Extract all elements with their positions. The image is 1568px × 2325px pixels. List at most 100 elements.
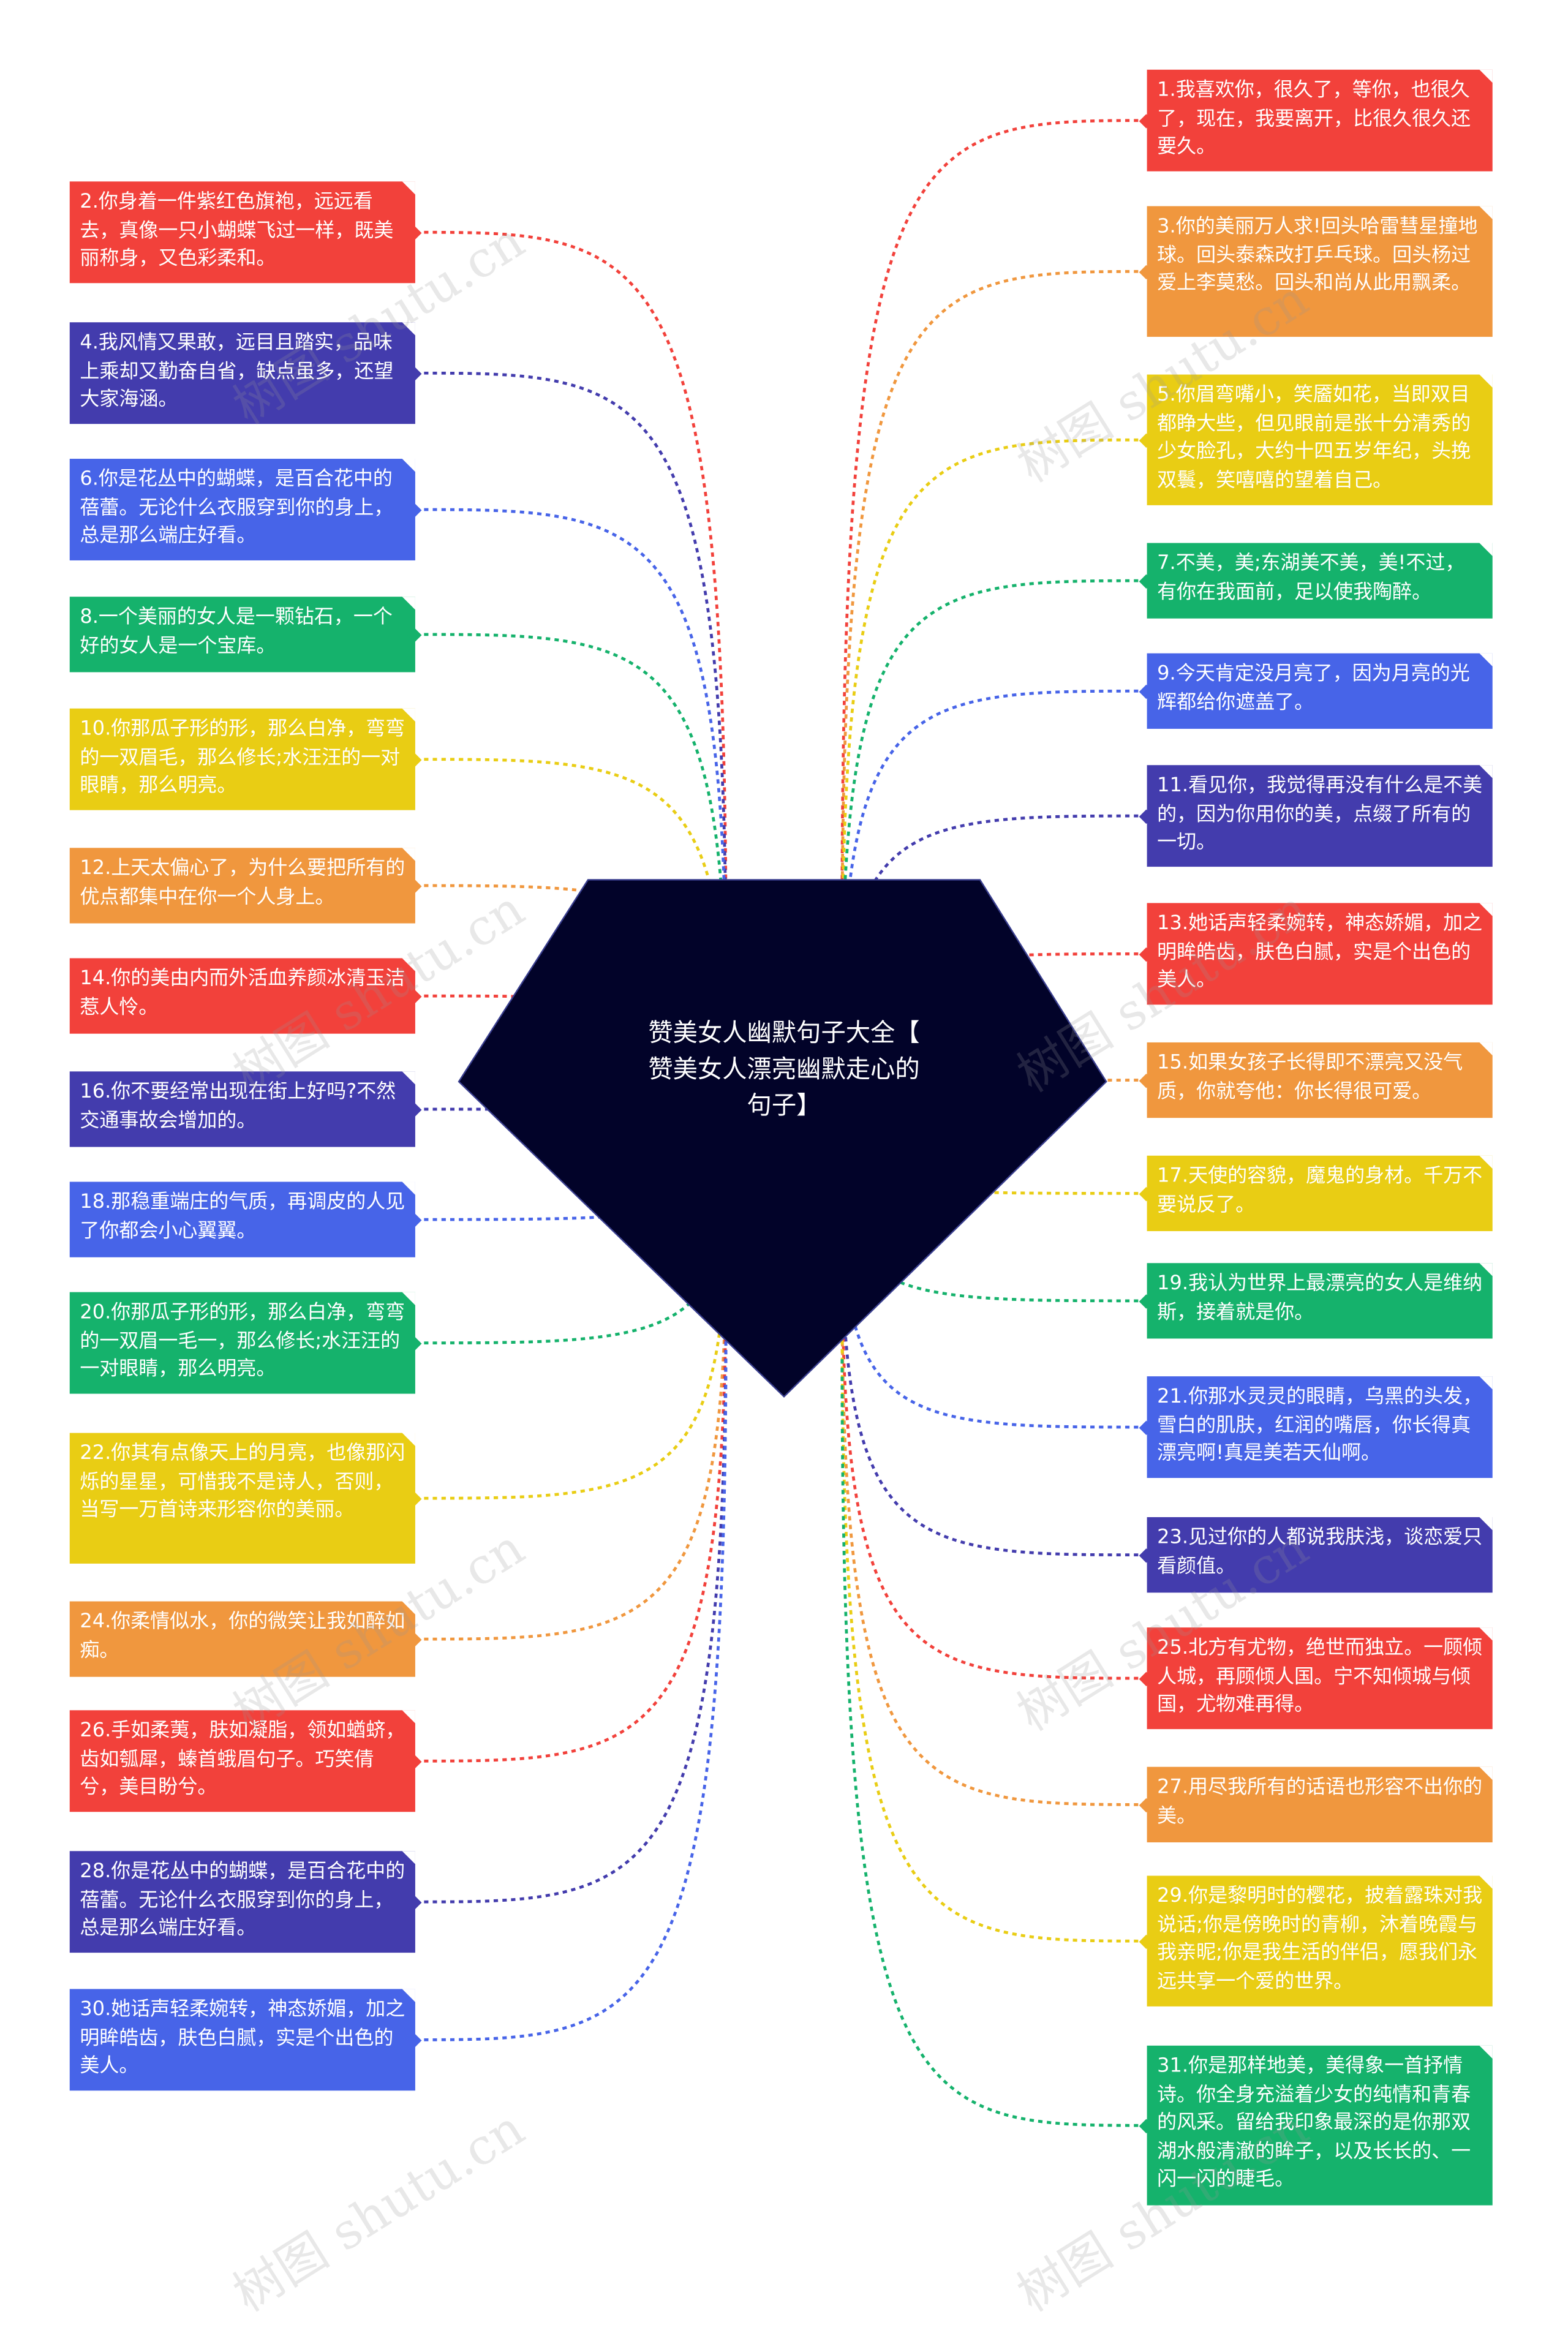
- corner-fold: [1479, 543, 1493, 556]
- branch-node-right-12[interactable]: 23.见过你的人都说我肤浅，谈恋爱只看颜值。: [1147, 1517, 1493, 1593]
- corner-fold: [1479, 1627, 1493, 1641]
- branch-node-text: 6.你是花丛中的蝴蝶，是百合花中的蓓蕾。无论什么衣服穿到你的身上，总是那么端庄好…: [80, 467, 394, 548]
- branch-node-left-15[interactable]: 30.她话声轻柔婉转，神态娇媚，加之明眸皓齿，肤色白腻，实是个出色的美人。: [69, 1989, 415, 2091]
- branch-node-left-2[interactable]: 4.我风情又果敢，远目且踏实，品味上乘却又勤奋自省，缺点虽多，还望大家海涵。: [69, 322, 415, 424]
- branch-node-text: 25.北方有尤物，绝世而独立。一顾倾人城，再顾倾人国。宁不知倾城与倾国，尤物难再…: [1157, 1636, 1483, 1716]
- branch-node-left-1[interactable]: 2.你身着一件紫红色旗袍，远远看去，真像一只小蝴蝶飞过一样，既美丽称身，又色彩柔…: [69, 181, 415, 284]
- corner-fold: [402, 1071, 415, 1085]
- branch-node-text: 26.手如柔荑，肤如凝脂，领如蝤蛴，齿如瓠犀，螓首蛾眉句子。巧笑倩兮，美目盼兮。: [80, 1719, 405, 1799]
- branch-node-left-9[interactable]: 18.那稳重端庄的气质，再调皮的人见了你都会小心翼翼。: [69, 1181, 415, 1257]
- branch-node-text: 27.用尽我所有的话语也形容不出你的美。: [1157, 1775, 1483, 1828]
- connector-line: [415, 633, 728, 1028]
- branch-node-left-8[interactable]: 16.你不要经常出现在街上好吗?不然交通事故会增加的。: [69, 1071, 415, 1147]
- branch-node-text: 29.你是黎明时的樱花，披着露珠对我说话;你是傍晚时的青柳，沐着晚霞与我亲昵;你…: [1157, 1884, 1483, 1993]
- branch-node-right-10[interactable]: 19.我认为世界上最漂亮的女人是维纳斯，接着就是你。: [1147, 1263, 1493, 1339]
- branch-node-left-4[interactable]: 8.一个美丽的女人是一颗钻石，一个好的女人是一个宝库。: [69, 597, 415, 673]
- branch-node-text: 2.你身着一件紫红色旗袍，远远看去，真像一只小蝴蝶飞过一样，既美丽称身，又色彩柔…: [80, 190, 394, 270]
- branch-node-left-12[interactable]: 24.你柔情似水，你的微笑让我如醉如痴。: [69, 1601, 415, 1677]
- branch-node-right-15[interactable]: 29.你是黎明时的樱花，披着露珠对我说话;你是傍晚时的青柳，沐着晚霞与我亲昵;你…: [1147, 1875, 1493, 2007]
- corner-fold: [402, 181, 415, 195]
- corner-fold: [1479, 653, 1493, 666]
- corner-fold: [1479, 1263, 1493, 1276]
- corner-fold: [402, 1292, 415, 1305]
- branch-node-right-8[interactable]: 15.如果女孩子长得即不漂亮又没气质，你就夸他：你长得很可爱。: [1147, 1042, 1493, 1118]
- branch-node-text: 22.你其有点像天上的月亮，也像那闪烁的星星，可惜我不是诗人，否则，当写一万首诗…: [80, 1441, 405, 1522]
- center-topic-title: 赞美女人幽默句子大全【 赞美女人漂亮幽默走心的 句子】: [610, 1016, 959, 1125]
- branch-node-text: 16.你不要经常出现在街上好吗?不然交通事故会增加的。: [80, 1080, 396, 1132]
- corner-fold: [402, 1433, 415, 1446]
- branch-node-text: 24.你柔情似水，你的微笑让我如醉如痴。: [80, 1610, 405, 1662]
- branch-node-left-10[interactable]: 20.你那瓜子形的形，那么白净，弯弯的一双眉一毛一，那么修长;水汪汪的一对眼睛，…: [69, 1292, 415, 1394]
- corner-fold: [402, 958, 415, 971]
- corner-fold: [1479, 765, 1493, 778]
- branch-node-text: 10.你那瓜子形的形，那么白净，弯弯的一双眉毛，那么修长;水汪汪的一对眼睛，那么…: [80, 717, 405, 797]
- branch-node-text: 3.你的美丽万人求!回头哈雷彗星撞地球。回头泰森改打乒乓球。回头杨过爱上李莫愁。…: [1157, 214, 1478, 295]
- branch-node-text: 9.今天肯定没月亮了，因为月亮的光辉都给你遮盖了。: [1157, 661, 1470, 714]
- connector-line: [840, 1257, 1147, 1680]
- corner-fold: [402, 848, 415, 861]
- branch-node-left-5[interactable]: 10.你那瓜子形的形，那么白净，弯弯的一双眉毛，那么修长;水汪汪的一对眼睛，那么…: [69, 708, 415, 810]
- branch-node-left-3[interactable]: 6.你是花丛中的蝴蝶，是百合花中的蓓蕾。无论什么衣服穿到你的身上，总是那么端庄好…: [69, 459, 415, 560]
- branch-node-text: 17.天使的容貌，魔鬼的身材。千万不要说反了。: [1157, 1164, 1483, 1216]
- branch-node-right-14[interactable]: 27.用尽我所有的话语也形容不出你的美。: [1147, 1766, 1493, 1842]
- branch-node-right-7[interactable]: 13.她话声轻柔婉转，神态娇媚，加之明眸皓齿，肤色白腻，实是个出色的美人。: [1147, 903, 1493, 1005]
- corner-fold: [402, 322, 415, 336]
- branch-node-text: 20.你那瓜子形的形，那么白净，弯弯的一双眉一毛一，那么修长;水汪汪的一对眼睛，…: [80, 1300, 405, 1381]
- corner-fold: [402, 708, 415, 722]
- branch-node-text: 11.看见你，我觉得再没有什么是不美的，因为你用你的美，点缀了所有的一切。: [1157, 774, 1483, 854]
- branch-node-right-13[interactable]: 25.北方有尤物，绝世而独立。一顾倾人城，再顾倾人国。宁不知倾城与倾国，尤物难再…: [1147, 1627, 1493, 1730]
- connector-line: [840, 1230, 1147, 1557]
- branch-node-left-13[interactable]: 26.手如柔荑，肤如凝脂，领如蝤蛴，齿如瓠犀，螓首蛾眉句子。巧笑倩兮，美目盼兮。: [69, 1710, 415, 1812]
- branch-node-text: 23.见过你的人都说我肤浅，谈恋爱只看颜值。: [1157, 1526, 1483, 1578]
- branch-node-right-16[interactable]: 31.你是那样地美，美得象一首抒情诗。你全身充溢着少女的纯情和青春的风采。留给我…: [1147, 2045, 1493, 2206]
- branch-node-text: 15.如果女孩子长得即不漂亮又没气质，你就夸他：你长得很可爱。: [1157, 1051, 1463, 1103]
- branch-node-text: 12.上天太偏心了，为什么要把所有的优点都集中在你一个人身上。: [80, 856, 405, 908]
- corner-fold: [402, 1181, 415, 1195]
- corner-fold: [402, 1851, 415, 1864]
- branch-node-text: 8.一个美丽的女人是一颗钻石，一个好的女人是一个宝库。: [80, 605, 393, 657]
- branch-node-right-6[interactable]: 11.看见你，我觉得再没有什么是不美的，因为你用你的美，点缀了所有的一切。: [1147, 765, 1493, 867]
- branch-node-right-1[interactable]: 1.我喜欢你，很久了，等你，也很久了，现在，我要离开，比很久很久还要久。: [1147, 69, 1493, 171]
- corner-fold: [1479, 374, 1493, 388]
- branch-node-right-3[interactable]: 5.你眉弯嘴小，笑靥如花，当即双目都睁大些，但见眼前是张十分清秀的少女脸孔，大约…: [1147, 374, 1493, 505]
- branch-node-text: 19.我认为世界上最漂亮的女人是维纳斯，接着就是你。: [1157, 1272, 1483, 1324]
- branch-node-text: 14.你的美由内而外活血养颜冰清玉洁惹人怜。: [80, 967, 405, 1019]
- corner-fold: [1479, 2045, 1493, 2059]
- corner-fold: [1479, 903, 1493, 916]
- connector-line: [415, 1306, 728, 1904]
- branch-node-text: 21.你那水灵灵的眼睛，乌黑的头发，雪白的肌肤，红润的嘴唇，你长得真漂亮啊!真是…: [1157, 1385, 1483, 1465]
- corner-fold: [402, 459, 415, 472]
- branch-node-right-4[interactable]: 7.不美，美;东湖美不美，美!不过，有你在我面前，足以使我陶醉。: [1147, 543, 1493, 619]
- center-title-line-1: 赞美女人幽默句子大全【: [648, 1019, 920, 1049]
- branch-node-right-9[interactable]: 17.天使的容貌，魔鬼的身材。千万不要说反了。: [1147, 1155, 1493, 1232]
- branch-node-left-7[interactable]: 14.你的美由内而外活血养颜冰清玉洁惹人怜。: [69, 958, 415, 1034]
- connector-line: [415, 1248, 728, 1641]
- branch-node-text: 4.我风情又果敢，远目且踏实，品味上乘却又勤奋自省，缺点虽多，还望大家海涵。: [80, 331, 394, 411]
- branch-node-left-6[interactable]: 12.上天太偏心了，为什么要把所有的优点都集中在你一个人身上。: [69, 848, 415, 924]
- corner-fold: [1479, 1376, 1493, 1390]
- corner-fold: [402, 597, 415, 610]
- corner-fold: [1479, 69, 1493, 83]
- connector-line: [415, 230, 728, 939]
- branch-node-text: 18.那稳重端庄的气质，再调皮的人见了你都会小心翼翼。: [80, 1190, 405, 1242]
- corner-fold: [1479, 1042, 1493, 1056]
- center-title-line-2: 赞美女人漂亮幽默走心的: [648, 1055, 920, 1085]
- branch-node-text: 5.你眉弯嘴小，笑靥如花，当即双目都睁大些，但见眼前是张十分清秀的少女脸孔，大约…: [1157, 383, 1471, 492]
- branch-node-right-2[interactable]: 3.你的美丽万人求!回头哈雷彗星撞地球。回头泰森改打乒乓球。回头杨过爱上李莫愁。…: [1147, 206, 1493, 337]
- branch-node-right-5[interactable]: 9.今天肯定没月亮了，因为月亮的光辉都给你遮盖了。: [1147, 653, 1493, 729]
- corner-fold: [402, 1710, 415, 1724]
- connector-line: [840, 1284, 1147, 1806]
- corner-fold: [1479, 1875, 1493, 1889]
- branch-node-right-11[interactable]: 21.你那水灵灵的眼睛，乌黑的头发，雪白的肌肤，红润的嘴唇，你长得真漂亮啊!真是…: [1147, 1376, 1493, 1479]
- corner-fold: [402, 1989, 415, 2002]
- branch-node-left-11[interactable]: 22.你其有点像天上的月亮，也像那闪烁的星星，可惜我不是诗人，否则，当写一万首诗…: [69, 1433, 415, 1564]
- connector-line: [840, 119, 1147, 914]
- connector-line: [840, 579, 1147, 1016]
- branch-node-text: 1.我喜欢你，很久了，等你，也很久了，现在，我要离开，比很久很久还要久。: [1157, 78, 1471, 159]
- branch-node-left-14[interactable]: 28.你是花丛中的蝴蝶，是百合花中的蓓蕾。无论什么衣服穿到你的身上，总是那么端庄…: [69, 1851, 415, 1953]
- connector-line: [415, 1336, 728, 2041]
- corner-fold: [1479, 206, 1493, 219]
- branch-node-text: 31.你是那样地美，美得象一首抒情诗。你全身充溢着少女的纯情和青春的风采。留给我…: [1157, 2054, 1471, 2191]
